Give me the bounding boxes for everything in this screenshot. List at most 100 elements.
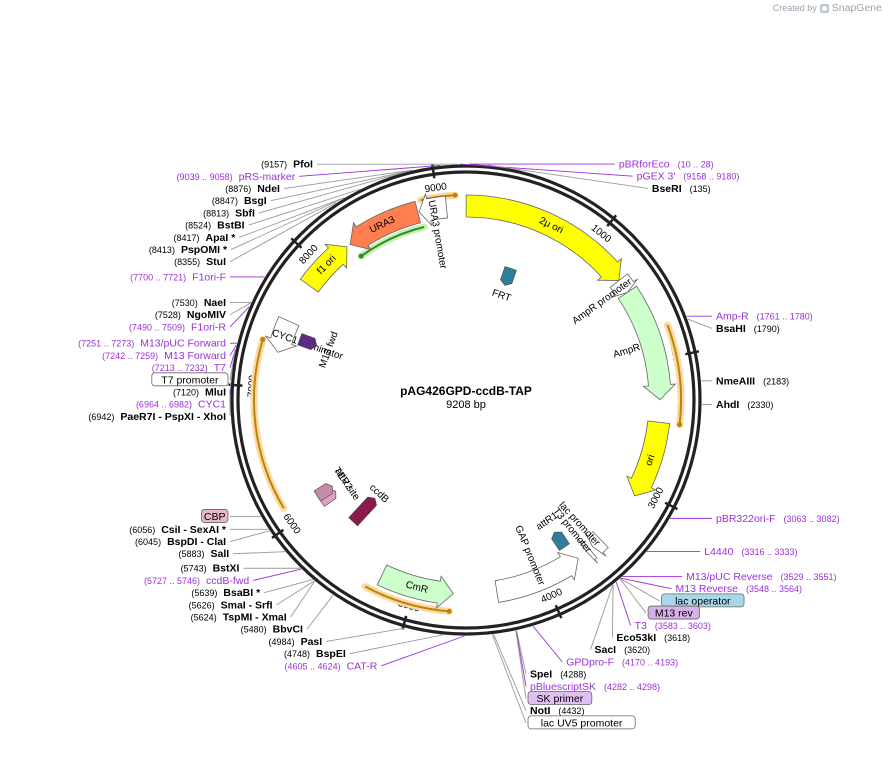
label-box-sk-primer[interactable] [527, 691, 593, 705]
label-prs-marker[interactable]: (9039 .. 9058)pRS-marker [177, 171, 296, 183]
label-box-lac-uv5-promoter[interactable] [527, 715, 636, 730]
label-smai-srfi[interactable]: (5626)SmaI - SrfI [189, 599, 273, 611]
label-pos-csii-sexai: (6056) [129, 525, 155, 535]
label-pbr322ori-f[interactable]: pBR322ori-F(3063 .. 3082) [716, 513, 840, 525]
label-gpdpro-f[interactable]: GPDpro-F(4170 .. 4193) [566, 656, 678, 668]
label-name-l4440: L4440 [704, 546, 733, 558]
label-m13-reverse[interactable]: M13 Reverse(3548 .. 3564) [676, 583, 803, 595]
label-pos-sali: (5883) [178, 549, 204, 559]
label-pfoi[interactable]: (9157)PfoI [261, 159, 313, 171]
label-name-apai: ApaI * [206, 232, 237, 244]
label-amp-r[interactable]: Amp-R(1761 .. 1780) [716, 311, 813, 323]
label-nmeaiii[interactable]: NmeAIII(2183) [716, 375, 789, 387]
label-eco53ki[interactable]: Eco53kI(3618) [616, 632, 690, 644]
label-tspmi-xmai[interactable]: (5624)TspMI - XmaI [191, 612, 287, 624]
label-bstbi[interactable]: (8524)BstBI [185, 220, 245, 232]
leader-bseri [487, 164, 648, 189]
label-bsabi[interactable]: (5639)BsaBI * [191, 587, 261, 599]
primer-arc-tip [452, 192, 458, 198]
snapgene-name: SnapGene [831, 2, 882, 14]
label-apai[interactable]: (8417)ApaI * [174, 232, 237, 244]
feature-f1-ori[interactable] [299, 243, 348, 293]
label-box-cbp[interactable] [200, 509, 229, 523]
label-cyc1[interactable]: (6964 .. 6982)CYC1 [136, 399, 226, 411]
label-m13-forward[interactable]: (7242 .. 7259)M13 Forward [102, 350, 226, 362]
label-bsgi[interactable]: (8847)BsgI [212, 195, 267, 207]
leader-bbvci [306, 594, 334, 630]
label-name-csii-sexai: CsiI - SexAI * [161, 524, 227, 536]
label-csii-sexai[interactable]: (6056) CsiI - SexAI * [129, 524, 227, 536]
marker-attr2[interactable] [313, 481, 336, 502]
label-bbvci[interactable]: (5480)BbvCI [241, 624, 303, 636]
primer-arc[interactable] [364, 585, 450, 613]
feature-lac-promoter[interactable] [584, 531, 609, 557]
label-cat-r[interactable]: (4605 .. 4624)CAT-R [285, 660, 378, 672]
leader-cat-r [381, 635, 465, 667]
label-t3[interactable]: T3(3583 .. 3603) [635, 620, 711, 632]
label-mlui[interactable]: (7120)MluI [173, 387, 226, 399]
feature-cyc1-terminator[interactable] [264, 316, 300, 353]
feature-ampr-promoter[interactable] [609, 273, 638, 298]
label-ngomiv[interactable]: (7528)NgoMIV [155, 309, 226, 321]
label-noti[interactable]: NotI(4432) [530, 705, 584, 717]
marker-shape-m13-fwd [297, 333, 317, 350]
label-f1ori-r[interactable]: (7490 .. 7509)F1ori-R [129, 321, 226, 333]
label-pos-pbrforeco: (10 .. 28) [678, 160, 714, 170]
label-box-m13-rev[interactable] [647, 605, 700, 620]
label-pspomi[interactable]: (8413)PspOMI * [149, 244, 228, 256]
label-m13-puc-forward[interactable]: (7251 .. 7273)M13/pUC Forward [78, 338, 226, 350]
primer-arc[interactable] [360, 226, 425, 258]
label-pasi[interactable]: (4984)PasI [269, 636, 323, 648]
marker-frt[interactable] [499, 266, 517, 287]
label-box-t7-promoter[interactable] [151, 372, 229, 387]
label-pos-saci: (3620) [624, 645, 650, 655]
label-spei[interactable]: SpeI (4288) [530, 669, 586, 681]
label-pos-spei: (4288) [560, 670, 586, 680]
label-naei[interactable]: (7530)NaeI [172, 297, 226, 309]
label-bstxi[interactable]: (5743)BstXI [181, 563, 240, 575]
label-bseri[interactable]: BseRI(135) [652, 183, 711, 195]
marker-attr1[interactable] [549, 529, 570, 551]
label-saci[interactable]: SacI(3620) [594, 644, 650, 656]
label-name-spei: SpeI [530, 669, 552, 681]
feature-ura3-promoter[interactable] [418, 192, 448, 227]
label-t7[interactable]: (7213 .. 7232)T7 [152, 362, 226, 374]
label-ahdi[interactable]: AhdI(2330) [716, 399, 773, 411]
feature-ori[interactable] [626, 420, 671, 497]
feature-cmr[interactable] [376, 564, 454, 609]
label-name-ngomiv: NgoMIV [187, 309, 226, 321]
label-m13-puc-reverse[interactable]: M13/pUC Reverse(3529 .. 3551) [686, 571, 836, 583]
leader-bsahi [687, 318, 713, 329]
marker-ccdb[interactable] [348, 494, 380, 527]
ring-tick-1000 [606, 214, 618, 227]
label-ndei[interactable]: (8876)NdeI [225, 183, 280, 195]
label-sali[interactable]: (5883)SalI [178, 548, 229, 560]
label-pos-naei: (7530) [172, 298, 198, 308]
feature-gap-promoter[interactable] [494, 551, 579, 603]
label-l4440[interactable]: L4440(3316 .. 3333) [704, 546, 797, 558]
label-name-ndei: NdeI [257, 183, 280, 195]
label-bsahi[interactable]: BsaHI(1790) [716, 323, 780, 335]
created-by-text: Created by [772, 3, 817, 13]
label-bspdi-clai[interactable]: (6045)BspDI - ClaI [135, 536, 226, 548]
label-bspei[interactable]: (4748)BspEI [284, 648, 346, 660]
label-pbluescriptsk[interactable]: pBluescriptSK(4282 .. 4298) [530, 681, 660, 693]
feature-ura3[interactable] [349, 200, 422, 251]
feature-t3-promoter[interactable] [577, 538, 599, 564]
label-name-bsahi: BsaHI [716, 323, 746, 335]
primer-arc[interactable] [253, 339, 285, 509]
label-pgex-3[interactable]: pGEX 3'(9158 .. 9180) [637, 171, 740, 183]
label-sbfi[interactable]: (8813)SbfI [203, 207, 255, 219]
label-box-lac-operator[interactable] [661, 593, 745, 608]
label-ccdb-fwd[interactable]: (5727 .. 5746)ccdB-fwd [144, 575, 249, 587]
primer-arc[interactable] [666, 324, 682, 425]
label-pbrforeco[interactable]: pBRforEco(10 .. 28) [619, 159, 714, 171]
label-name-tspmi-xmai: TspMI - XmaI [223, 612, 287, 624]
marker-m13-fwd[interactable] [297, 333, 319, 351]
label-stui[interactable]: (8355)StuI [174, 256, 226, 268]
label-f1ori-f[interactable]: (7700 .. 7721)F1ori-F [130, 271, 226, 283]
label-pos-gpdpro-f: (4170 .. 4193) [622, 657, 678, 667]
label-paer7i-pspxi-xhoi[interactable]: (6942)PaeR7I - PspXI - XhoI [88, 411, 226, 423]
feature-ampr[interactable] [617, 285, 677, 401]
label-pos-bstbi: (8524) [185, 221, 211, 231]
